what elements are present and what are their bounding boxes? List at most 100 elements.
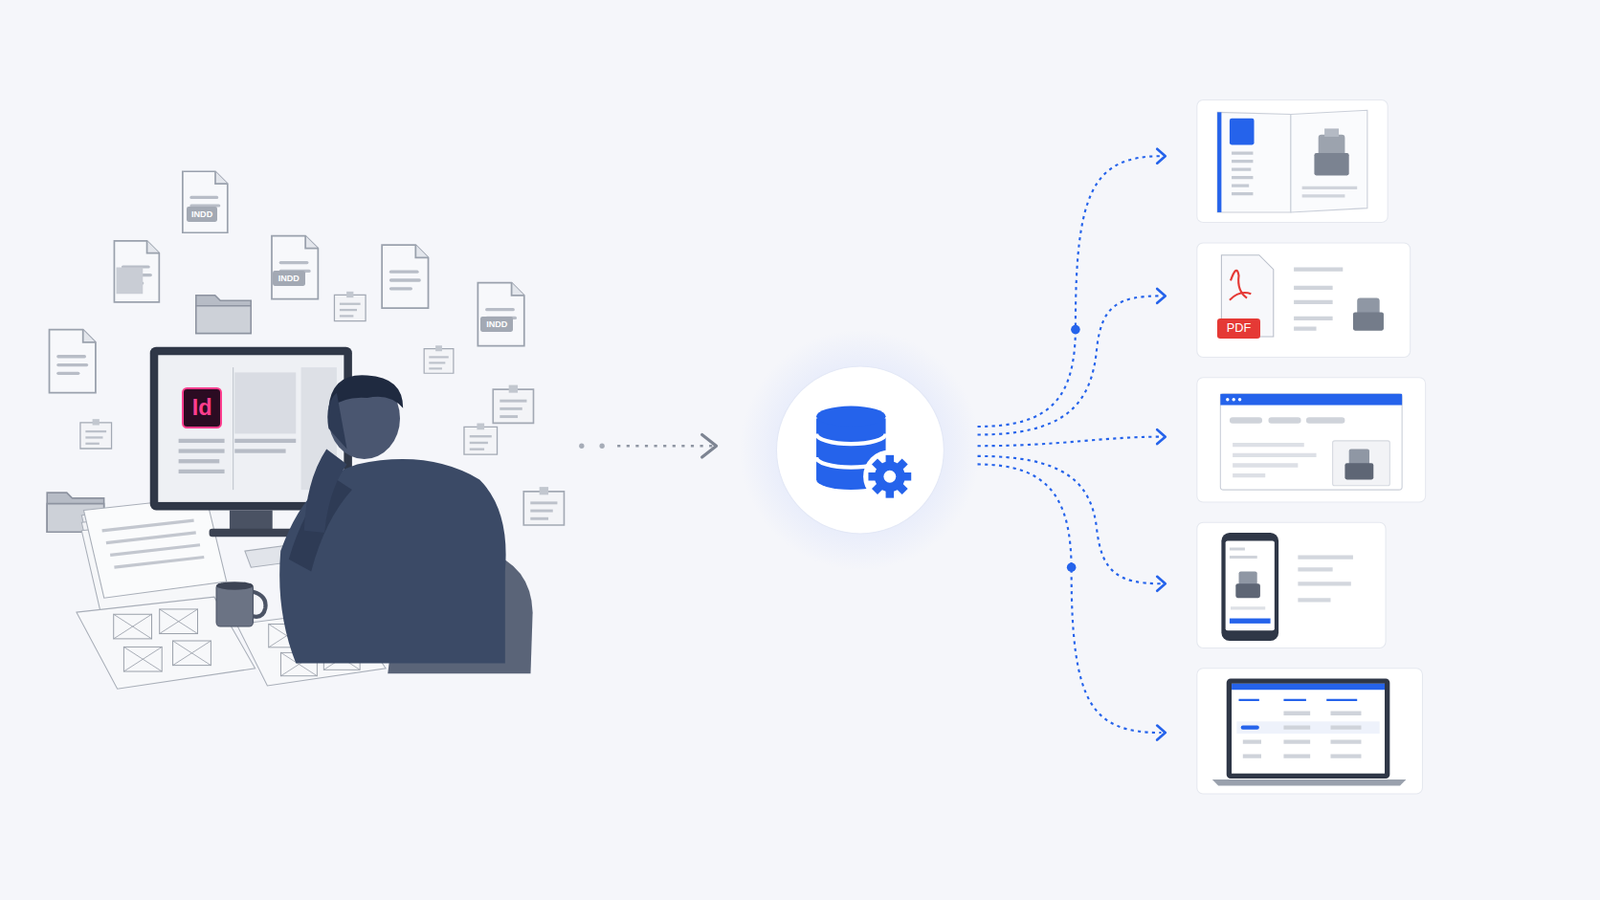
monitor-part: [178, 439, 225, 444]
output-cards: [1197, 100, 1426, 795]
floating-files-part: [113, 241, 159, 303]
desk-papers-part: [173, 641, 212, 667]
print-catalogue-part: [1290, 110, 1368, 213]
pdf-document: [1221, 255, 1384, 337]
desk-papers-part: [102, 520, 205, 568]
fan-out-arrows-part: [977, 456, 1162, 584]
flow-arrow-part: [617, 444, 714, 448]
arrowheads: [1156, 149, 1166, 741]
monitor-part: [178, 469, 225, 474]
website-part: [1220, 394, 1402, 406]
website-part: [1333, 441, 1391, 487]
database-hub-part-part: [886, 455, 895, 466]
database-hub-part: [776, 366, 944, 534]
pdf-document-part: [1221, 255, 1273, 337]
desk-papers-part: [83, 497, 226, 600]
pdf-document-part: [1353, 311, 1384, 331]
floating-files-part: [271, 236, 318, 300]
arrowheads-part: [1156, 726, 1166, 741]
floating-files-part: [381, 244, 428, 309]
laptop-dashboard-part: [1243, 726, 1258, 731]
fan-out-arrows-part: [977, 155, 1162, 427]
floating-files-part: [333, 291, 366, 322]
floating-files-part: [49, 330, 96, 394]
file-badge: INDD: [186, 206, 218, 223]
mobile-app-part: [1221, 533, 1279, 642]
website-part: [1231, 398, 1235, 401]
monitor-part: [178, 448, 225, 453]
print-catalogue: [1217, 110, 1368, 213]
fan-out-arrows-part: [977, 295, 1162, 435]
database-hub-part-part: [871, 482, 885, 495]
file-badge: INDD: [272, 270, 306, 287]
database-hub-part: [867, 455, 912, 499]
website-part: [1232, 417, 1342, 423]
print-catalogue-part: [1231, 153, 1253, 195]
mobile-app-part: [1229, 619, 1271, 624]
file-badge: INDD: [480, 316, 513, 333]
monitor-part: [178, 459, 221, 464]
website-part: [1344, 463, 1374, 480]
floating-files-part: [196, 295, 251, 334]
desk-papers-part: [159, 609, 199, 635]
database-hub-part: [816, 418, 887, 490]
laptop-dashboard-part: [1239, 699, 1358, 702]
output-cards-part: [1197, 377, 1426, 503]
floating-files-part: [423, 345, 454, 374]
flow-arrow-part: [702, 434, 717, 457]
database-hub-part-part: [895, 458, 909, 471]
website-part: [1220, 394, 1402, 490]
arrowheads-part: [1156, 288, 1166, 304]
flow-arrow-part: [599, 444, 604, 449]
output-cards-part: [1197, 100, 1388, 223]
print-catalogue-part: [1324, 128, 1339, 137]
file-badge-text: INDD: [191, 210, 213, 220]
floating-files-part: [477, 283, 524, 347]
flow-arrow-part: [578, 444, 584, 449]
database-hub-part-part: [886, 488, 895, 499]
website-part: [1225, 398, 1229, 401]
monitor: [150, 347, 353, 537]
output-cards-part: [1197, 522, 1386, 648]
database-hub-part-part: [895, 482, 909, 495]
database-hub-part: [816, 406, 887, 427]
desk-papers-part: [252, 592, 266, 618]
website-part: [1232, 444, 1316, 476]
indesign-icon-text: Id: [192, 397, 213, 420]
pdf-document-part: [1293, 269, 1343, 330]
database-hub-part-part: [867, 472, 878, 482]
database-hub-part: [863, 450, 916, 504]
arrowheads-part: [1156, 149, 1166, 164]
floating-files-part: [464, 423, 498, 456]
database-hub-part-part: [871, 458, 885, 471]
print-catalogue-part: [1217, 111, 1291, 213]
mobile-app: [1221, 533, 1354, 642]
monitor-part: [209, 529, 293, 538]
monitor-part: [229, 510, 273, 531]
laptop-dashboard-part: [1212, 779, 1407, 786]
person: [279, 375, 533, 674]
pdf-badge: PDF: [1217, 318, 1261, 339]
pdf-badge-text: PDF: [1226, 322, 1252, 335]
floating-files-part: [80, 419, 112, 449]
junction-dots-part: [1070, 325, 1081, 335]
monitor-part: [234, 372, 296, 434]
print-catalogue-part: [1217, 111, 1222, 213]
mobile-app-part: [1229, 549, 1258, 558]
desk-papers-part: [123, 646, 162, 672]
laptop-dashboard: [1212, 678, 1407, 786]
fan-out-arrows-part: [977, 464, 1162, 734]
mobile-app-part: [1297, 557, 1354, 601]
fan-out-arrows-part: [977, 437, 1162, 447]
mobile-app-part: [1230, 606, 1266, 610]
fan-out-arrows: [977, 155, 1162, 734]
laptop-dashboard-part: [1231, 684, 1385, 775]
mobile-app-part: [1225, 540, 1275, 631]
indesign-icon: Id: [181, 387, 223, 429]
pdf-document-part: [1229, 270, 1251, 301]
output-cards-part: [1197, 243, 1411, 357]
website: [1220, 394, 1402, 490]
mobile-app-part: [1235, 583, 1261, 599]
